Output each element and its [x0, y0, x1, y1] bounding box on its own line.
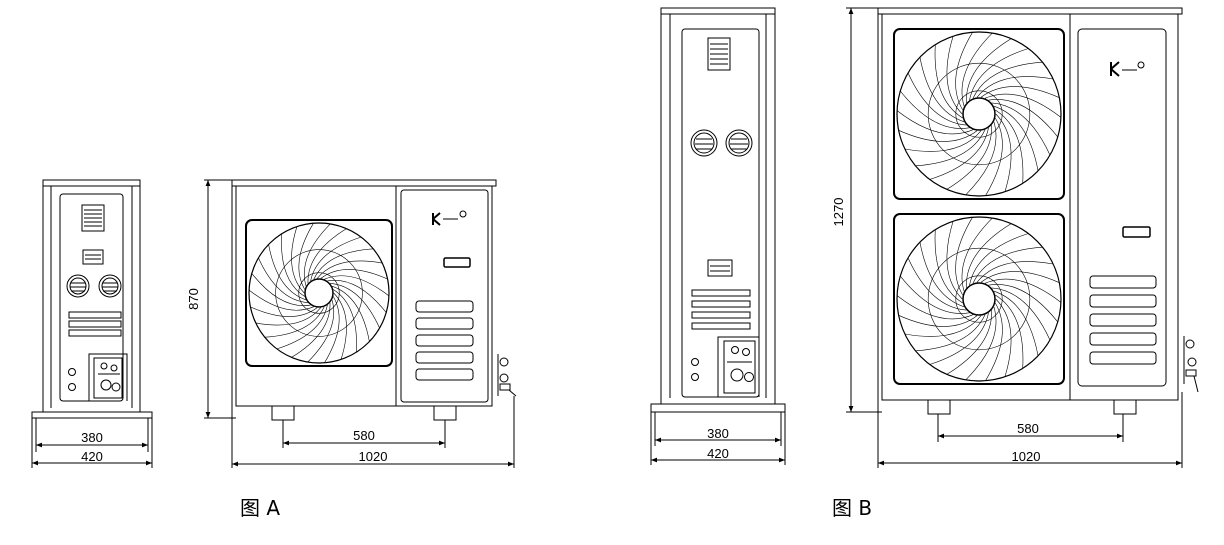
grille-icon — [1089, 275, 1157, 365]
dim-a-height: 870 — [186, 288, 201, 310]
sight-glass-icon — [66, 274, 122, 298]
dim-b-feet: 580 — [1017, 421, 1039, 436]
valve-icon — [497, 354, 517, 397]
dim-b-width: 1020 — [1012, 449, 1041, 464]
figure-b-caption: 图 B — [832, 496, 873, 520]
figure-a-side-view — [31, 179, 153, 468]
dim-a-width: 1020 — [359, 449, 388, 464]
sight-glass-icon — [690, 129, 753, 157]
dim-a-base-outer: 420 — [81, 449, 103, 464]
nameplate-icon — [81, 204, 105, 232]
dim-a-base-inner: 380 — [81, 430, 103, 445]
grille-icon — [415, 300, 474, 381]
figure-a-caption: 图 A — [240, 496, 281, 520]
figure-b-front-view — [846, 7, 1199, 468]
fan-icon — [248, 222, 390, 364]
brand-logo-icon — [1110, 61, 1145, 77]
fan-icon — [896, 216, 1062, 382]
dim-a-feet: 580 — [353, 428, 375, 443]
nameplate-icon — [707, 37, 731, 71]
valve-icon — [727, 346, 754, 382]
dim-b-base-inner: 380 — [707, 426, 729, 441]
dim-b-height: 1270 — [831, 198, 846, 227]
valve-icon — [1183, 336, 1199, 393]
figure-b-side-view — [650, 7, 786, 465]
brand-logo-icon — [432, 210, 467, 226]
dim-b-base-outer: 420 — [707, 446, 729, 461]
valve-icon — [98, 362, 121, 392]
fan-icon — [896, 31, 1062, 197]
figure-a-front-view — [204, 179, 517, 468]
